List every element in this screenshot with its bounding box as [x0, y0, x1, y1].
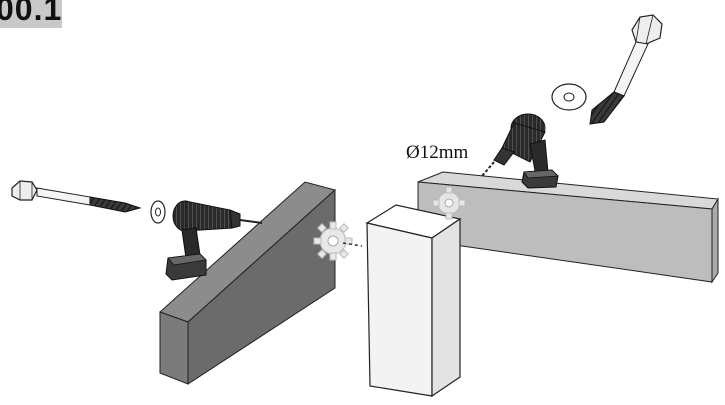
drill-icon [165, 200, 241, 281]
step-number: 00.1 [0, 0, 62, 27]
drill-bit-icon [481, 161, 495, 177]
step-number-badge: 00.1 [0, 0, 62, 28]
bolt-icon [11, 180, 142, 213]
drill-bit-icon [239, 219, 263, 224]
washer-icon [150, 200, 166, 224]
right-beam [417, 171, 719, 284]
bolt-icon [589, 14, 663, 125]
drill-diameter-label: Ø12mm [406, 142, 469, 163]
left-beam [159, 181, 337, 385]
gear-marker-icon [313, 221, 353, 261]
post [365, 204, 462, 398]
washer-icon [551, 83, 587, 111]
gear-marker-icon [432, 186, 466, 220]
drill-icon [493, 113, 559, 189]
